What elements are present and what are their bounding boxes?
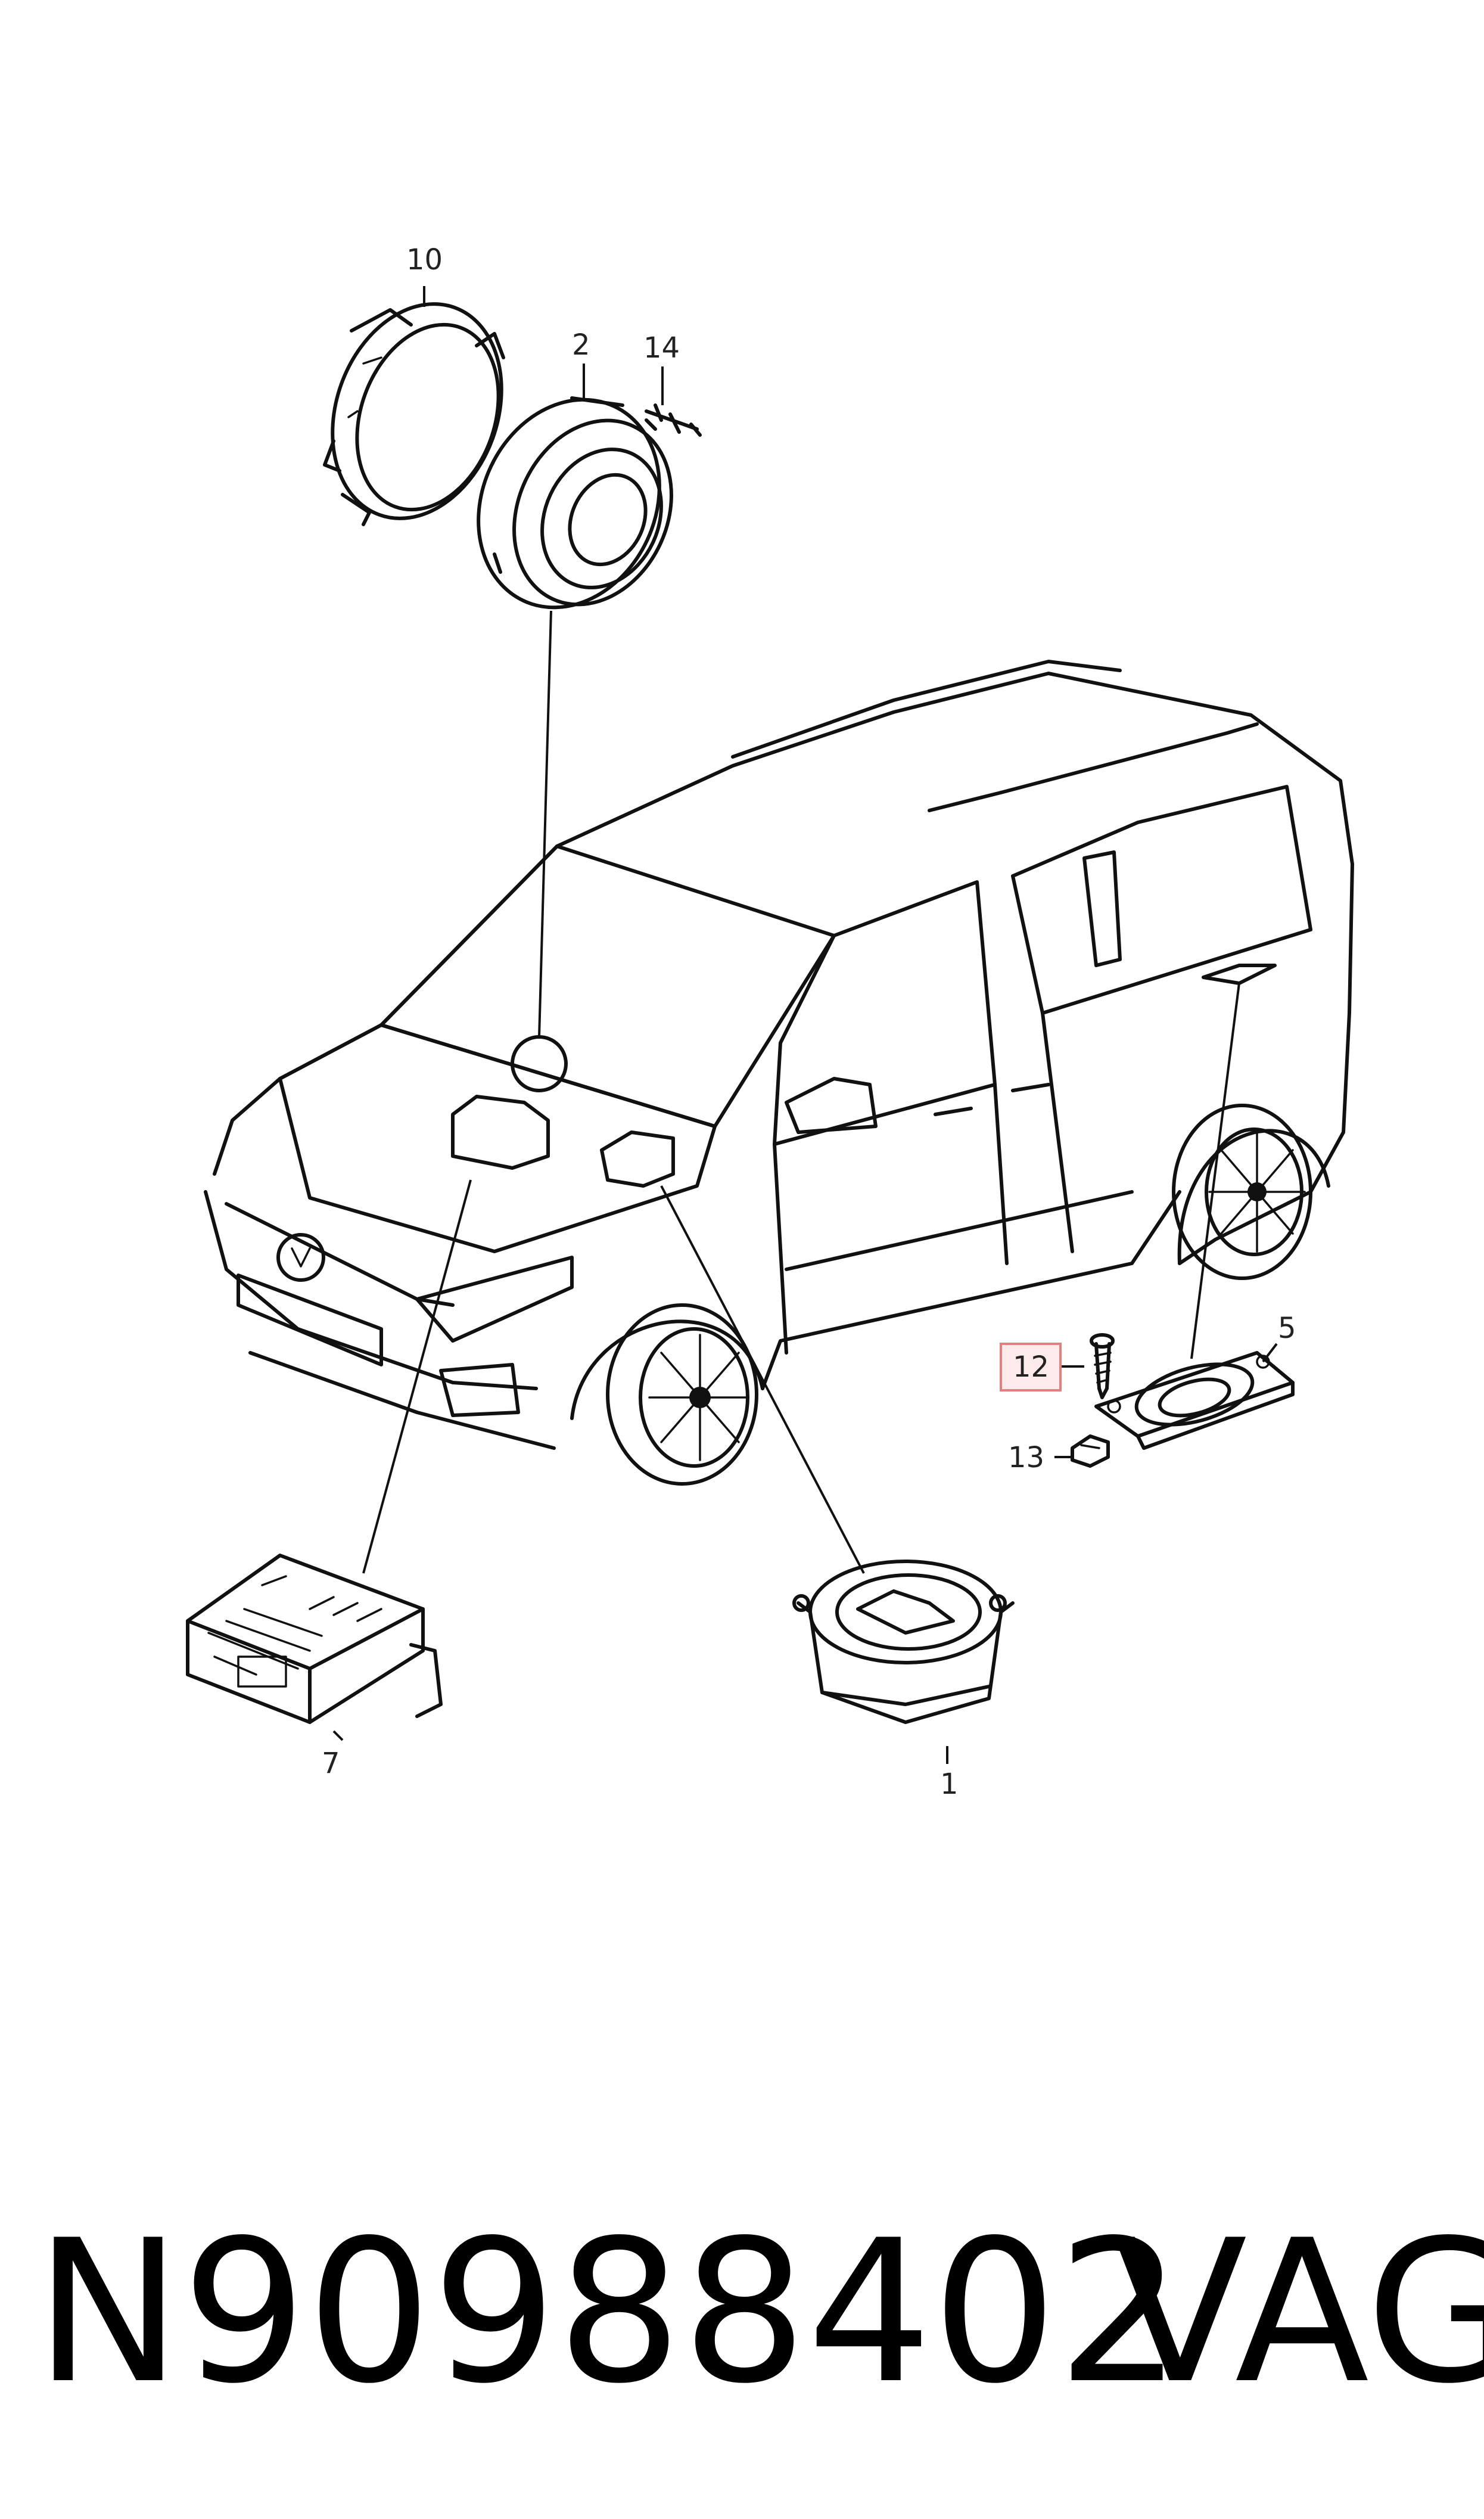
part-7-control-unit[interactable] (186, 1554, 443, 1724)
callout-13[interactable]: 13 (1008, 1441, 1044, 1474)
leader-lines (332, 286, 1278, 1764)
callout-10[interactable]: 10 (406, 243, 443, 277)
part-14-clip[interactable] (645, 403, 702, 437)
callout-7[interactable]: 7 (322, 1747, 340, 1780)
callout-1[interactable]: 1 (940, 1768, 959, 1801)
callout-2[interactable]: 2 (572, 328, 590, 362)
part-10-speaker-ring[interactable] (304, 280, 530, 542)
part-2-speaker[interactable] (446, 370, 701, 638)
part-1-speaker[interactable] (792, 1560, 1015, 1724)
callout-14[interactable]: 14 (643, 331, 680, 365)
vehicle-outline (204, 660, 1354, 1486)
brand-name: VAG (1113, 2198, 1484, 2427)
part-5-speaker[interactable] (1094, 1351, 1295, 1450)
footer-caption: N90988402 VAG (35, 2198, 1484, 2427)
part-13-nut[interactable] (1071, 1434, 1110, 1468)
part-number: N90988402 (35, 2198, 1183, 2427)
highlight-callout-12 (1000, 1343, 1062, 1391)
callout-5[interactable]: 5 (1278, 1312, 1296, 1345)
part-12-screw[interactable] (1090, 1333, 1115, 1399)
callout-12[interactable]: 12 (1013, 1350, 1049, 1384)
